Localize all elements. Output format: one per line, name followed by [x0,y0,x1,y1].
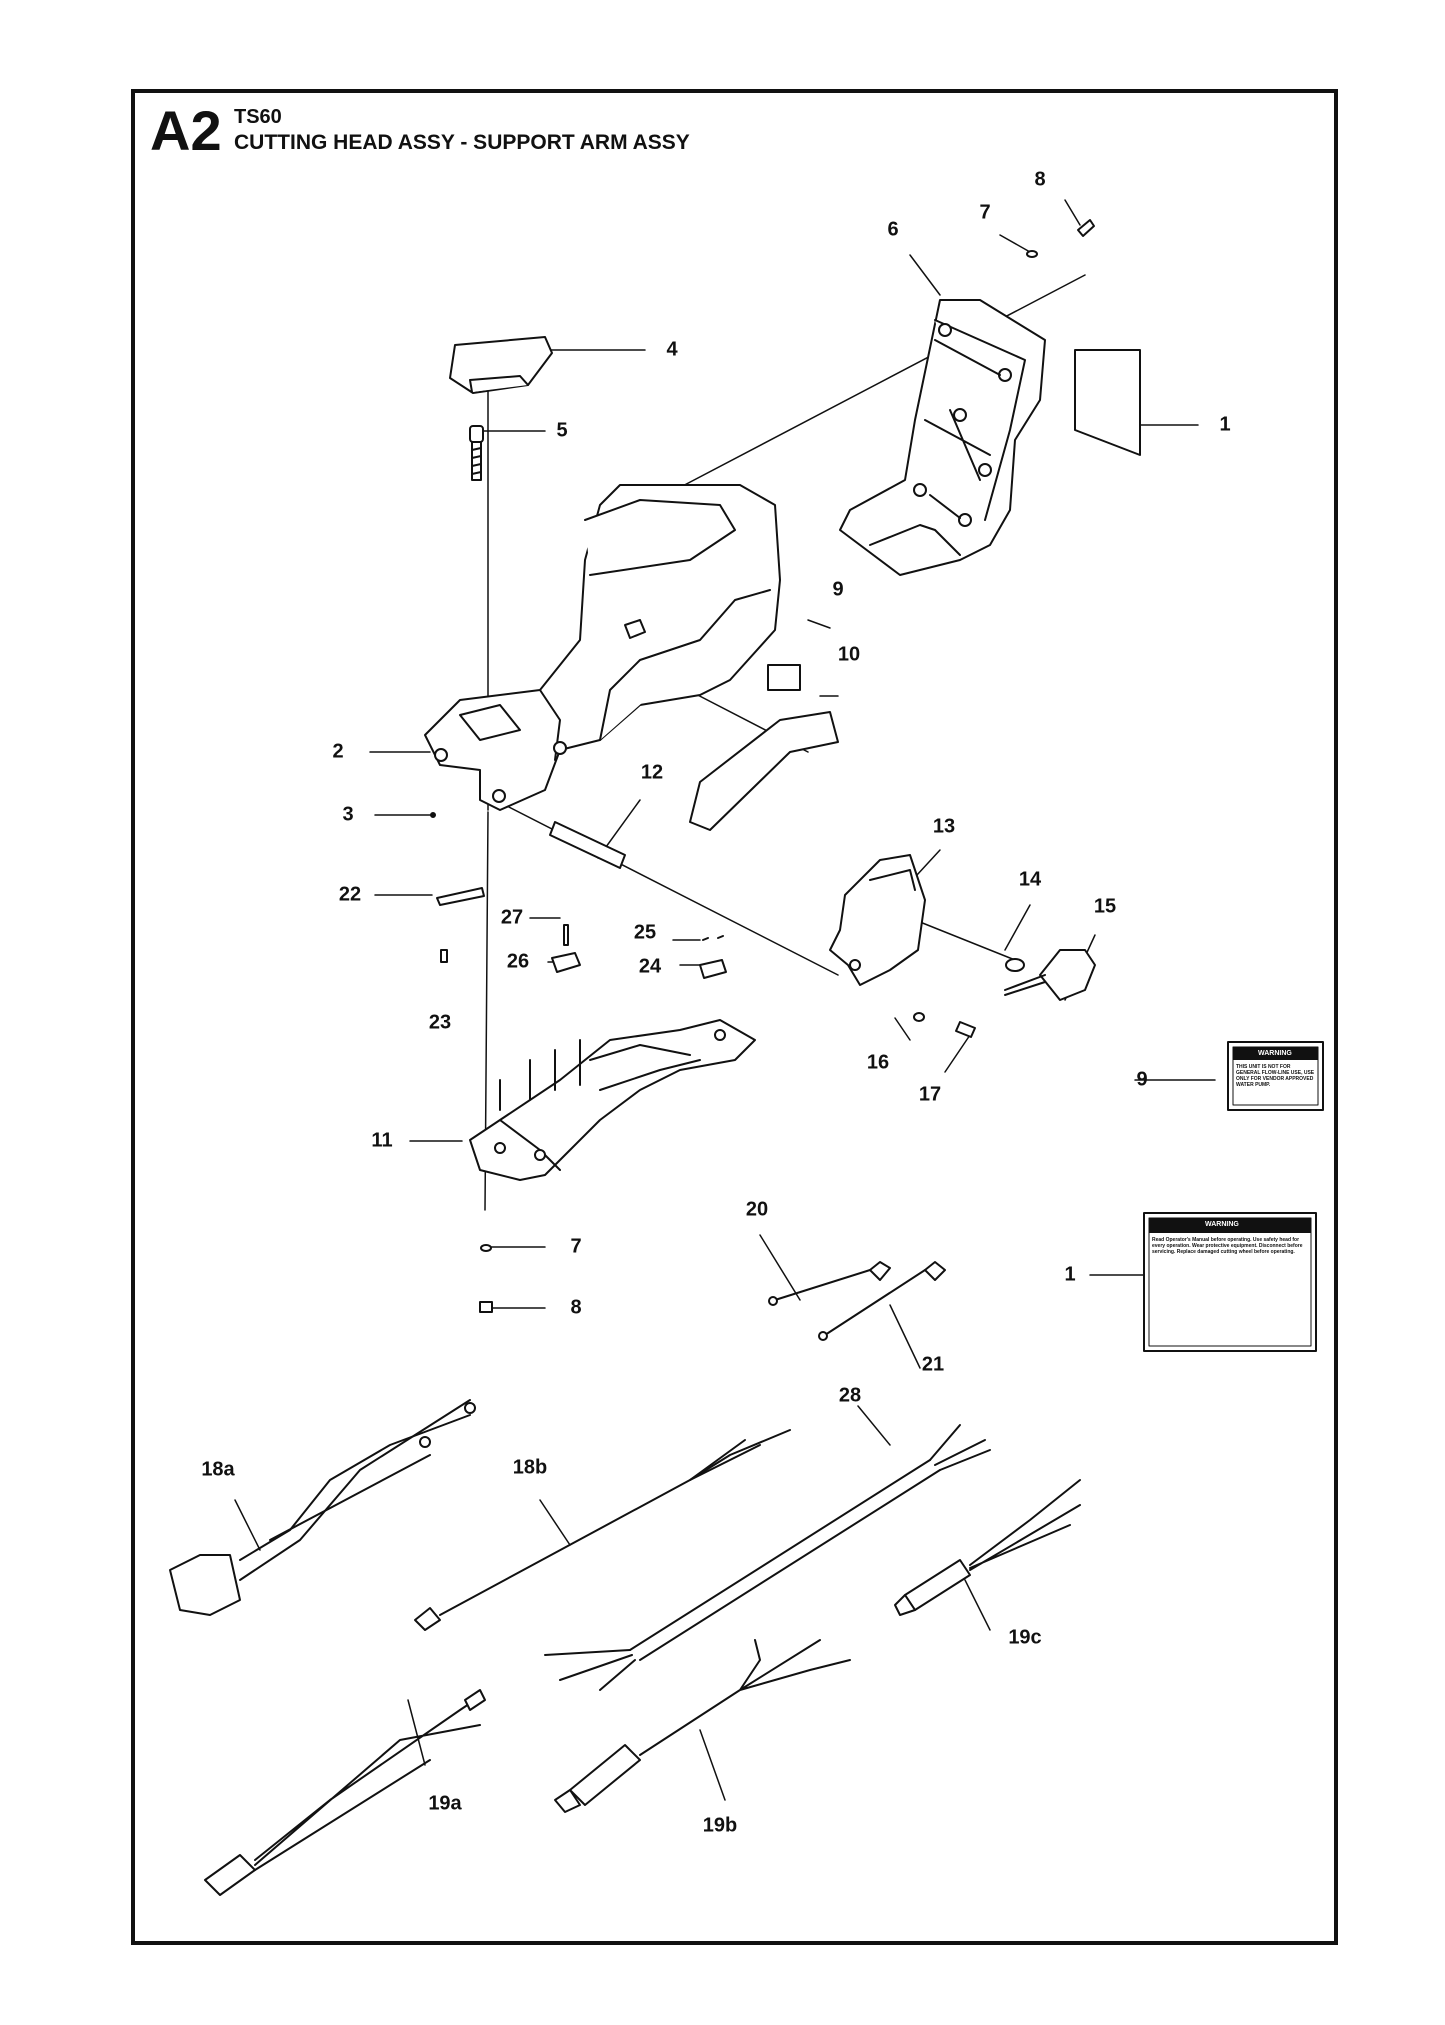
callout-8-bottom: 8 [570,1296,582,1319]
part-20-cable [768,1261,891,1306]
callout-22: 22 [338,883,362,906]
part-7-8-fasteners-top [1026,219,1095,258]
callout-4: 4 [666,338,678,361]
part-1-label-plate [1074,349,1141,456]
callout-19b: 19b [702,1814,738,1837]
part-16-washer [913,1012,925,1022]
warning-label-9-text: THIS UNIT IS NOT FOR GENERAL FLOW-LINE U… [1236,1064,1315,1088]
part-13-plate [829,854,926,986]
callout-26: 26 [506,950,530,973]
part-25-screws [702,935,724,941]
part-4-cover-plate [449,336,553,394]
part-26-block [551,952,581,973]
callout-28: 28 [838,1384,862,1407]
warning-label-9 [1227,1041,1324,1111]
part-19c-plug [894,1479,1081,1616]
diagram-border [131,89,1338,1945]
part-10-handle [689,711,839,831]
part-18b-cable [414,1429,791,1631]
callout-7-top: 7 [979,201,991,224]
callout-9-top: 9 [832,578,844,601]
part-17-screw [955,1021,976,1038]
callout-7-bottom: 7 [570,1235,582,1258]
callout-1-top: 1 [1219,413,1231,436]
callout-25: 25 [633,921,657,944]
warning-label-1-text: Read Operator's Manual before operating.… [1152,1237,1303,1255]
part-6-bracket [839,299,1046,576]
callout-6: 6 [887,218,899,241]
callout-8-top: 8 [1034,168,1046,191]
model-name: TS60 [234,106,282,128]
part-9-decal [767,664,801,691]
callout-17: 17 [918,1083,942,1106]
diagram-title: CUTTING HEAD ASSY - SUPPORT ARM ASSY [234,131,690,154]
support-arm-body [424,484,781,811]
callout-27: 27 [500,906,524,929]
callout-15: 15 [1093,895,1117,918]
callout-23: 23 [428,1011,452,1034]
part-22-link [436,887,485,906]
warning-label-1 [1143,1212,1317,1352]
callout-24: 24 [638,955,662,978]
callout-3: 3 [342,803,354,826]
part-19b-plug [554,1639,851,1813]
part-5-bolt [469,425,484,481]
leader-lines [234,199,1216,1801]
part-21-cable [818,1261,946,1341]
callout-18a: 18a [201,1458,235,1481]
callout-16: 16 [866,1051,890,1074]
callout-1-bottom: 1 [1064,1263,1076,1286]
part-3-ball [430,812,436,818]
part-11-base [469,1019,756,1181]
callout-5: 5 [556,419,568,442]
part-14-washer [1005,958,1025,972]
callout-21: 21 [921,1353,945,1376]
part-19a-plug [204,1689,486,1896]
callout-13: 13 [932,815,956,838]
callout-19c: 19c [1008,1626,1042,1649]
callout-9-bottom: 9 [1136,1068,1148,1091]
part-15-knob [1004,949,1096,1001]
callout-2: 2 [332,740,344,763]
callout-20: 20 [745,1198,769,1221]
part-27-screw [563,924,569,946]
part-28-cable [544,1424,991,1691]
callout-18b: 18b [512,1456,548,1479]
part-18a-cable [169,1399,476,1616]
part-8-screw-lower [479,1301,493,1313]
part-12-pin [549,821,626,869]
part-7-washer-lower [480,1244,492,1252]
part-23-screw [440,949,448,963]
callout-12: 12 [640,761,664,784]
diagram-code: A2 [150,99,222,162]
warning-label-9-title: WARNING [1258,1050,1292,1057]
part-24-clamp [699,959,727,979]
callout-11: 11 [371,1129,393,1152]
callout-10: 10 [837,643,861,666]
callout-19a: 19a [428,1792,462,1815]
warning-label-1-title: WARNING [1205,1221,1239,1228]
callout-14: 14 [1018,868,1042,891]
